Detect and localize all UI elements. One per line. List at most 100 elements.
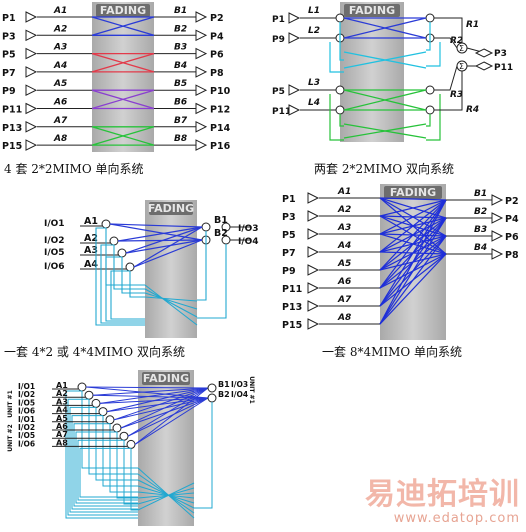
- left-port-triangle: [288, 12, 301, 24]
- fading-path: [379, 199, 447, 217]
- right-channel-label: B1: [214, 215, 228, 226]
- combiner-line: [434, 17, 463, 43]
- left-channel-label: A1: [84, 216, 98, 227]
- left-port-label: I/O1: [18, 415, 35, 424]
- left-port-triangle: [288, 84, 301, 96]
- return-loop: [339, 114, 344, 127]
- fading-label: FADING: [349, 4, 395, 17]
- return-path: [77, 439, 138, 501]
- fading-path: [120, 397, 209, 429]
- left-channel-label: A8: [56, 438, 68, 447]
- left-channel-label: A3: [84, 245, 98, 256]
- return-path: [121, 257, 145, 294]
- combiner-circle: [207, 393, 217, 403]
- left-port-label: P3: [2, 31, 16, 42]
- combiner-line: [434, 37, 458, 49]
- splitter-circle: [109, 236, 119, 246]
- left-channel-label: A5: [337, 259, 351, 269]
- left-channel-label: A2: [84, 233, 98, 244]
- fading-path: [113, 387, 209, 421]
- splitter-circle: [335, 13, 345, 23]
- fading-emulator-box: [145, 200, 197, 338]
- splitter-circle: [101, 219, 111, 229]
- right-channel-label: B2: [218, 390, 230, 399]
- return-path: [110, 270, 145, 320]
- fading-header: [142, 372, 190, 385]
- left-port-triangle: [288, 104, 301, 116]
- left-channel-label: A6: [56, 422, 68, 431]
- left-port-triangle: [288, 32, 301, 44]
- left-port-label: P1: [282, 194, 296, 205]
- splitter-circle: [335, 85, 345, 95]
- caption-panel-2: 两套 2*2MIMO 双向系统: [314, 162, 455, 176]
- left-channel-label: A3: [337, 223, 351, 233]
- right-channel-label: B6: [174, 98, 187, 108]
- left-channel-label: A1: [337, 187, 351, 197]
- left-port-triangle: [25, 102, 38, 115]
- right-channel-label: B3: [174, 43, 187, 53]
- sum-symbol: Σ: [459, 62, 464, 71]
- left-port-label: P1: [272, 15, 285, 25]
- right-port-label: P10: [210, 86, 231, 97]
- left-channel-label: L3: [308, 78, 320, 88]
- caption-panel-1: 4 套 2*2MIMO 单向系统: [4, 162, 144, 176]
- left-channel-label: A3: [53, 43, 67, 53]
- fading-path: [379, 199, 447, 325]
- left-port-label: I/O2: [18, 390, 35, 399]
- left-port-label: P9: [272, 35, 285, 45]
- right-port-label: P16: [210, 141, 231, 152]
- right-port-label: I/O3: [231, 380, 248, 389]
- fading-path: [379, 199, 447, 253]
- left-port-label: P7: [2, 68, 16, 79]
- left-channel-label: A5: [56, 414, 68, 423]
- return-path: [102, 415, 138, 487]
- right-channel-label: B8: [174, 134, 187, 144]
- left-port-label: P5: [282, 230, 296, 241]
- return-path: [73, 423, 138, 507]
- fading-path: [133, 239, 203, 268]
- right-port-label: P8: [210, 68, 224, 79]
- left-port-triangle: [25, 11, 38, 23]
- fading-path: [113, 397, 209, 421]
- return-loop: [426, 114, 431, 127]
- right-port-diamond: [474, 61, 494, 71]
- fading-path: [379, 199, 447, 271]
- left-port-label: P13: [2, 123, 22, 134]
- left-port-triangle: [307, 228, 320, 240]
- fading-path-cross: [91, 16, 155, 36]
- right-port-label: P6: [210, 50, 224, 61]
- combiner-circle: [425, 105, 435, 115]
- left-port-label: P9: [2, 86, 16, 97]
- return-path: [71, 415, 138, 510]
- right-port-triangle: [195, 139, 208, 151]
- fading-path-cross: [91, 89, 155, 110]
- watermark: 易迪拓培训 www.edatop.com: [365, 479, 520, 527]
- right-port-triangle: [491, 194, 504, 206]
- left-channel-label: A7: [337, 295, 352, 305]
- left-channel-label: A5: [53, 79, 67, 89]
- fading-path: [127, 397, 209, 437]
- right-channel-label: B5: [174, 79, 187, 89]
- return-path: [65, 390, 138, 519]
- fading-path: [379, 199, 447, 307]
- right-channel-label: B7: [174, 116, 188, 126]
- right-port-label: P14: [210, 123, 231, 134]
- left-channel-label: A1: [56, 381, 68, 390]
- return-loop: [339, 22, 344, 61]
- splitter-circle: [126, 439, 136, 449]
- left-channel-label: A4: [337, 241, 351, 251]
- return-path: [129, 271, 145, 298]
- left-port-label: I/O5: [18, 431, 35, 440]
- left-channel-label: A7: [53, 116, 68, 126]
- left-channel-label: A2: [56, 389, 68, 398]
- right-port-label: P4: [505, 214, 519, 225]
- combiner-circle: [207, 383, 217, 393]
- right-port-triangle: [491, 212, 504, 224]
- left-port-label: I/O2: [44, 236, 65, 246]
- return-path: [343, 123, 427, 139]
- splitter-circle: [77, 382, 87, 392]
- caption-panel-4: 一套 8*4MIMO 单向系统: [322, 345, 463, 359]
